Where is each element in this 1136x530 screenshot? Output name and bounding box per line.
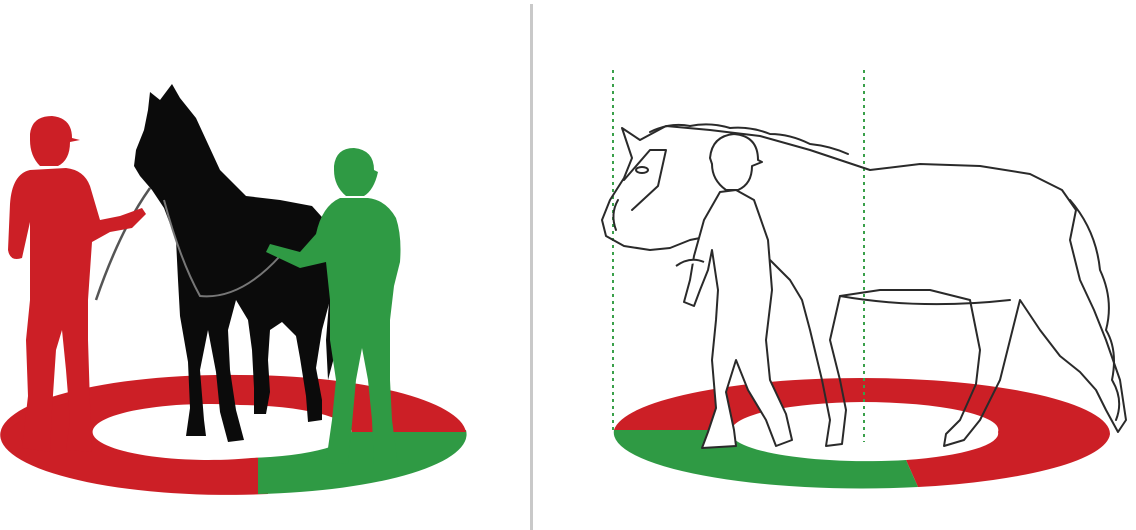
panel-divider [530,4,533,530]
lead-rope [96,188,150,300]
right-panel [540,0,1136,530]
ring-zone-icon [614,378,1110,488]
left-panel [0,0,530,530]
